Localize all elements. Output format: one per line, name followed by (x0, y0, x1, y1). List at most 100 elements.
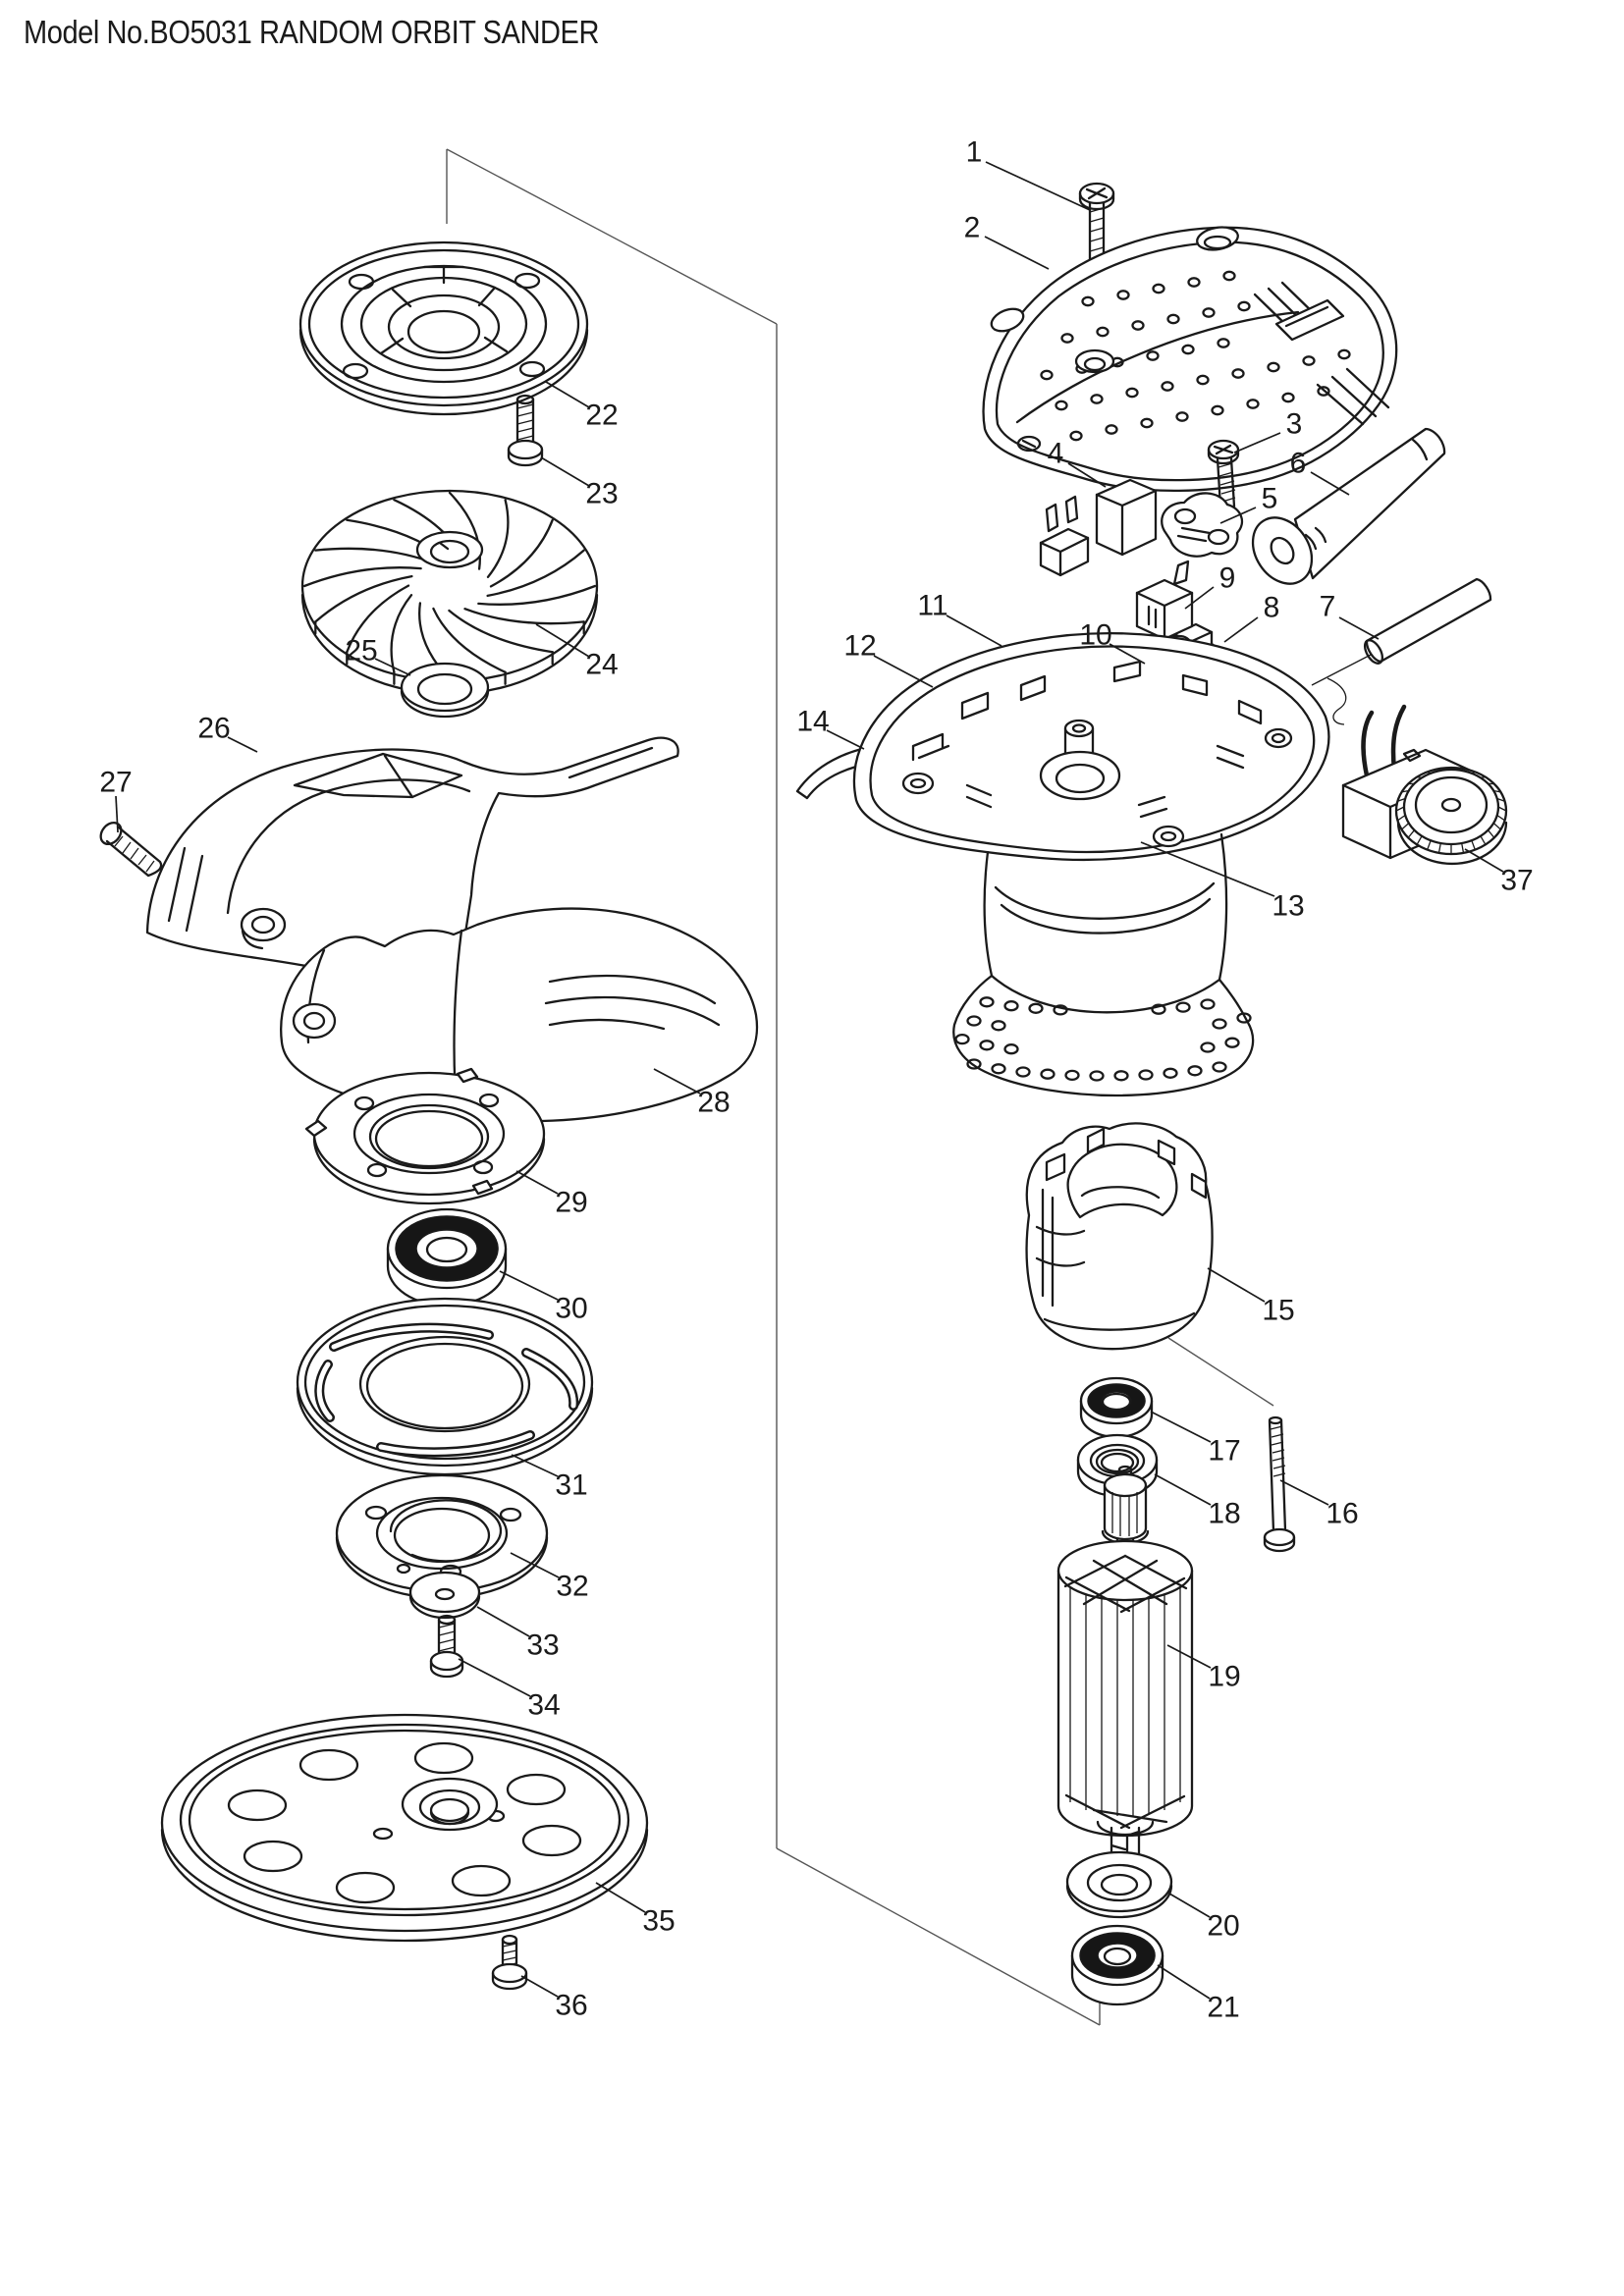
part-label-1: 1 (966, 136, 983, 169)
fan-blade (489, 518, 554, 588)
part-label-34: 34 (527, 1689, 560, 1722)
page-title: Model No.BO5031 RANDOM ORBIT SANDER (24, 14, 600, 50)
part-17-ball-bearing (1079, 1376, 1154, 1439)
part-label-23: 23 (585, 478, 618, 510)
part-22-bearing-retainer (298, 240, 589, 416)
perforation-dot (1161, 381, 1174, 392)
perforation-dot (1237, 300, 1251, 312)
axis-frame-line (446, 148, 778, 325)
part-5-cam-cleat (1161, 492, 1244, 558)
knurl-tick (1471, 839, 1476, 850)
perforation-dot (1236, 1012, 1252, 1024)
part-25-washer (400, 662, 490, 719)
perforation-dot (1152, 283, 1165, 294)
part-label-26: 26 (197, 713, 230, 745)
perforation-dot (1028, 1002, 1044, 1014)
part-label-17: 17 (1208, 1435, 1240, 1468)
knurl-tick (1461, 842, 1465, 854)
perforation-dot (1196, 374, 1210, 386)
cover-perforation-dots (1040, 270, 1351, 442)
part-label-15: 15 (1262, 1295, 1294, 1327)
perforation-dot (1200, 1041, 1216, 1053)
leader-line-21 (1157, 1964, 1211, 2000)
perforation-dot (966, 1058, 982, 1070)
leader-line-30 (499, 1270, 559, 1301)
fan-blade (314, 574, 413, 623)
part-label-33: 33 (526, 1629, 559, 1662)
part-label-19: 19 (1208, 1661, 1240, 1693)
perforation-dot (1181, 344, 1195, 355)
leader-line-10 (1109, 643, 1146, 665)
leader-line-28 (653, 1068, 701, 1095)
leader-line-35 (595, 1882, 646, 1913)
part-label-36: 36 (555, 1990, 587, 2022)
perforation-dot (1125, 387, 1139, 399)
leader-line-7 (1338, 616, 1380, 640)
part-label-6: 6 (1290, 448, 1307, 480)
part-label-14: 14 (796, 706, 829, 738)
perforation-dot (1267, 361, 1280, 373)
part-24-fan (300, 489, 599, 696)
part-30-ball-bearing (386, 1207, 508, 1308)
knurl-tick (1496, 814, 1505, 822)
part-label-9: 9 (1219, 562, 1236, 595)
leader-line-26 (227, 736, 258, 753)
part-label-21: 21 (1207, 1992, 1239, 2024)
part-16-long-screw (1263, 1415, 1296, 1553)
leader-line-27 (115, 795, 119, 833)
part-label-37: 37 (1500, 865, 1533, 897)
leader-line-9 (1184, 586, 1215, 610)
leader-lines-layer (115, 161, 1504, 2000)
perforation-dot (1040, 1068, 1056, 1080)
perforation-dot (1064, 1069, 1080, 1082)
part-32-pad-flange (335, 1473, 549, 1600)
perforation-dot (991, 1020, 1006, 1032)
knurl-tick (1437, 842, 1441, 854)
leader-line-15 (1207, 1267, 1266, 1303)
part-7-power-cord (1311, 577, 1492, 725)
leader-line-12 (873, 655, 934, 688)
leader-line-24 (535, 623, 590, 658)
leader-line-5 (1219, 507, 1257, 524)
perforation-dot (1163, 1067, 1178, 1079)
part-label-27: 27 (99, 767, 132, 799)
part-label-4: 4 (1048, 438, 1064, 470)
fan-blade (486, 499, 510, 578)
part-label-2: 2 (964, 212, 981, 244)
fan-blade (346, 584, 410, 654)
perforation-dot (1281, 392, 1295, 403)
part-label-16: 16 (1326, 1498, 1358, 1530)
leader-line-23 (540, 456, 590, 487)
part-13-main-housing (852, 632, 1330, 1097)
part-4-capacitor (1039, 478, 1158, 577)
perforation-dot (1055, 400, 1068, 411)
perforation-dot (1187, 277, 1201, 288)
leader-line-13 (1140, 841, 1275, 897)
perforation-dot (1166, 313, 1180, 325)
leader-line-25 (374, 658, 411, 676)
leader-line-34 (458, 1658, 531, 1697)
axis-frame-line (1167, 1337, 1274, 1407)
perforation-dot (1060, 333, 1074, 344)
perforation-dot (1175, 1001, 1191, 1013)
part-2-top-cover (982, 226, 1398, 493)
part-15-stator-field (1025, 1122, 1214, 1351)
part-label-3: 3 (1286, 408, 1303, 441)
part-6-cord-guard (1251, 427, 1446, 585)
perforation-dot (1003, 1000, 1019, 1012)
perforation-dot (979, 1040, 995, 1051)
perforation-dot (1146, 350, 1160, 361)
leader-line-31 (511, 1454, 559, 1477)
perforation-dot (1212, 1061, 1227, 1073)
fan-blade (302, 566, 422, 588)
leader-line-36 (520, 1975, 559, 1998)
part-label-25: 25 (345, 635, 377, 667)
part-23-screw (507, 394, 544, 467)
knurl-tick (1401, 823, 1410, 830)
perforation-dot (1202, 307, 1216, 318)
perforation-dot (1113, 1070, 1129, 1082)
part-label-8: 8 (1264, 592, 1280, 624)
perforation-dot (1015, 1066, 1031, 1078)
perforation-dot (1105, 424, 1118, 435)
